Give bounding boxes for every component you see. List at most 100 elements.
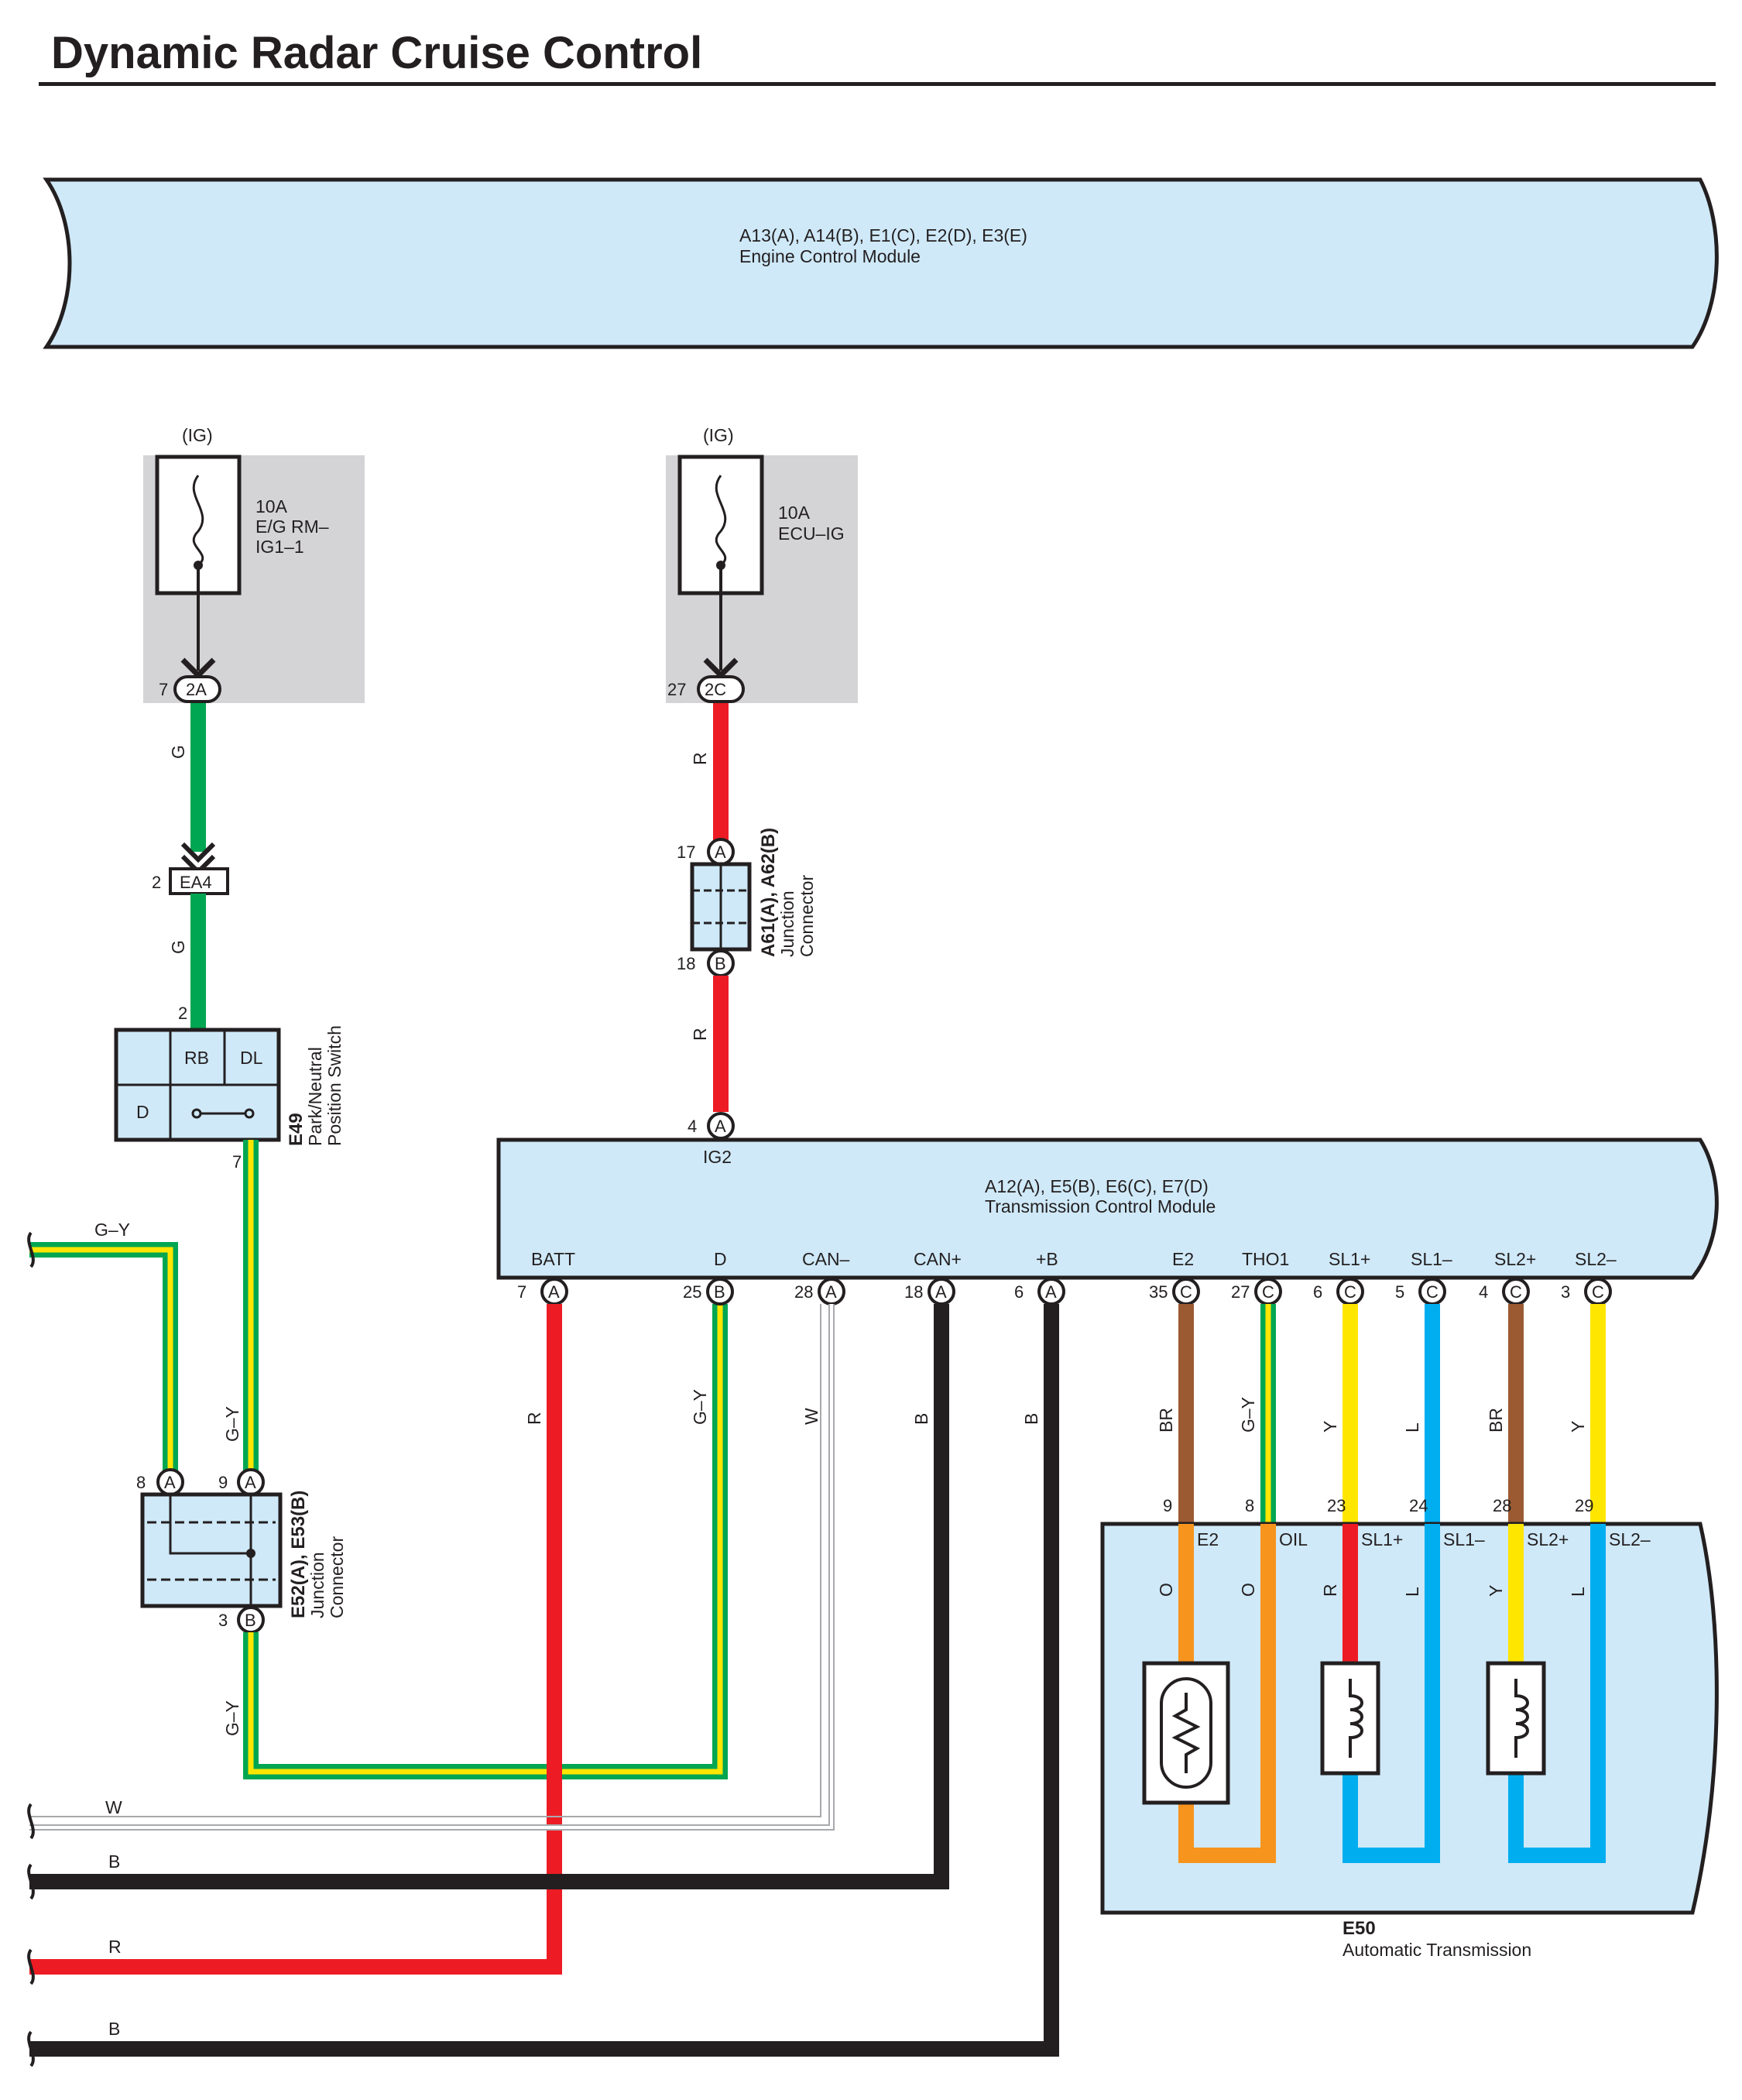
wire-gy-e52-to-tcm-d — [243, 1304, 728, 1779]
svg-text:A: A — [715, 842, 726, 862]
fuse-left-rating: 10A — [255, 496, 288, 516]
tcm-terminal-letter: A — [1045, 1282, 1057, 1302]
ecm-name: Engine Control Module — [739, 246, 921, 266]
tcm-terminal-pin-number: 6 — [1014, 1282, 1024, 1302]
e50-terminal-label: SL1– — [1443, 1529, 1485, 1549]
ea4-label: EA4 — [180, 873, 212, 892]
fuse-left-pin: 7 — [159, 680, 168, 699]
e49-cell-rb: RB — [184, 1048, 209, 1068]
tcm-terminal-letter: A — [935, 1282, 947, 1302]
e49-cell-d: D — [136, 1102, 149, 1122]
fuse-left-connector: 2A — [186, 680, 207, 699]
engine-control-module: A13(A), A14(B), E1(C), E2(D), E3(E) Engi… — [43, 177, 1719, 349]
tcm-name: Transmission Control Module — [985, 1196, 1216, 1216]
fuse-right-rating: 10A — [778, 503, 811, 523]
a61-pin-top: 17 — [677, 842, 695, 862]
tcm-connectors: A12(A), E5(B), E6(C), E7(D) — [985, 1176, 1209, 1196]
tcm-terminal-pin-number: 6 — [1313, 1282, 1322, 1302]
tcm-terminal-pin-number: 18 — [904, 1282, 923, 1302]
e50-wire-color-label: R — [1320, 1584, 1340, 1597]
e49-name1: Park/Neutral — [305, 1047, 325, 1146]
automatic-transmission: E50 Automatic Transmission — [1100, 1522, 1719, 1960]
e50-code: E50 — [1343, 1918, 1376, 1939]
tcm-terminal-pin-number: 28 — [794, 1282, 813, 1302]
e50-terminal-pin: 8 — [1245, 1496, 1254, 1515]
tcm-terminal-label: +B — [1036, 1249, 1058, 1269]
tcm-wire-color-label: R — [524, 1412, 544, 1425]
e50-terminal-label: E2 — [1197, 1529, 1219, 1549]
page-title: Dynamic Radar Cruise Control — [51, 28, 702, 78]
transmission-control-module: A 4 IG2 A12(A), E5(B), E6(C), E7(D) Tran… — [496, 1112, 1719, 1280]
wire-gy-left — [27, 1231, 178, 1474]
tcm-terminal-pin-number: 7 — [517, 1282, 526, 1302]
tcm-terminal-letter: C — [1344, 1282, 1356, 1302]
e52-pin3: 3 — [218, 1611, 228, 1630]
wire-label-r-top: R — [690, 752, 710, 765]
tcm-wire-color-label: W — [801, 1408, 821, 1425]
fuse-left-name2: IG1–1 — [255, 537, 304, 557]
tcm-terminal-label: SL1+ — [1329, 1249, 1370, 1269]
tcm-terminal-letter: C — [1180, 1282, 1192, 1302]
ea4-connector: EA4 2 — [152, 867, 229, 895]
e50-terminal-pin: 9 — [1163, 1496, 1172, 1515]
wire-b-can — [29, 1304, 949, 1889]
tcm-wire-color-label: B — [911, 1413, 931, 1425]
e50-terminal-pin: 29 — [1575, 1496, 1593, 1515]
tcm-terminal-letter: C — [1592, 1282, 1604, 1302]
tcm-terminal-label: SL1– — [1411, 1249, 1452, 1269]
e49-cell-dl: DL — [240, 1048, 263, 1068]
tcm-terminal-letter: C — [1262, 1282, 1274, 1302]
tcm-terminal-letter: B — [714, 1282, 725, 1302]
fuse-erg-rm-ig1: (IG) 10A E/G RM– IG1–1 2A 7 — [143, 425, 365, 703]
e49-name2: Position Switch — [324, 1025, 345, 1146]
tcm-wire-color-label: L — [1402, 1422, 1422, 1433]
wire-breaks — [27, 1803, 35, 2067]
e50-terminal-pin: 23 — [1327, 1496, 1346, 1515]
wire-label-w-bottom: W — [105, 1797, 122, 1817]
a61-name1: Junction — [777, 890, 797, 957]
wire-label-r-bottom: R — [108, 1937, 122, 1957]
tcm-terminal-letter: A — [825, 1282, 837, 1302]
a61-pin-bottom: 18 — [677, 954, 695, 973]
e50-wire-color-label: L — [1402, 1587, 1422, 1597]
e50-terminal-label: SL2– — [1609, 1529, 1651, 1549]
tcm-terminal-pin-number: 35 — [1149, 1282, 1168, 1302]
ea4-pin: 2 — [152, 873, 161, 892]
wire-b-plus — [29, 1304, 1059, 2057]
tcm-terminal-pin-number: 25 — [683, 1282, 701, 1302]
a61-name2: Connector — [797, 875, 817, 957]
e50-terminal-label: SL1+ — [1361, 1529, 1403, 1549]
tcm-wire-color-label: G–Y — [1238, 1397, 1258, 1433]
tcm-terminal-pin-number: 3 — [1561, 1282, 1570, 1302]
wire-label-g-top: G — [168, 745, 188, 759]
a61-code: A61(A), A62(B) — [758, 828, 779, 957]
fuse-right-connector: 2C — [705, 680, 726, 699]
e52-name2: Connector — [327, 1536, 347, 1618]
e50-terminal-label: SL2+ — [1527, 1529, 1569, 1549]
wire-label-gy-e49: G–Y — [222, 1406, 242, 1442]
e52-name1: Junction — [307, 1552, 327, 1618]
e49-code: E49 — [286, 1113, 307, 1146]
tcm-terminals: BATTA7DB25CAN–A28CAN+A18+BA6E2C35THO1C27… — [517, 1249, 1617, 1306]
tcm-terminal-pin-number: 27 — [1231, 1282, 1250, 1302]
e50-terminal-pin: 28 — [1493, 1496, 1511, 1515]
fuse-right-name: ECU–IG — [778, 523, 845, 544]
e50-wire-color-label: L — [1568, 1587, 1588, 1597]
ecm-connectors: A13(A), A14(B), E1(C), E2(D), E3(E) — [739, 225, 1027, 245]
wire-label-b-bottom2: B — [108, 2019, 120, 2039]
wire-label-gy-left-top: G–Y — [94, 1220, 130, 1240]
svg-text:B: B — [715, 954, 726, 973]
tcm-top-pin: 4 — [688, 1117, 697, 1136]
wire-r-batt — [29, 1304, 562, 1975]
tcm-terminal-pin-number: 4 — [1479, 1282, 1488, 1302]
e52-pin1: 8 — [136, 1473, 146, 1492]
tcm-wire-color-label: BR — [1156, 1408, 1176, 1433]
e52-pin2: 9 — [218, 1473, 228, 1492]
title-rule — [39, 82, 1716, 86]
tcm-terminal-label: E2 — [1172, 1249, 1194, 1269]
e50-terminal-pin: 24 — [1409, 1496, 1428, 1515]
tcm-terminal-label: BATT — [531, 1249, 575, 1269]
